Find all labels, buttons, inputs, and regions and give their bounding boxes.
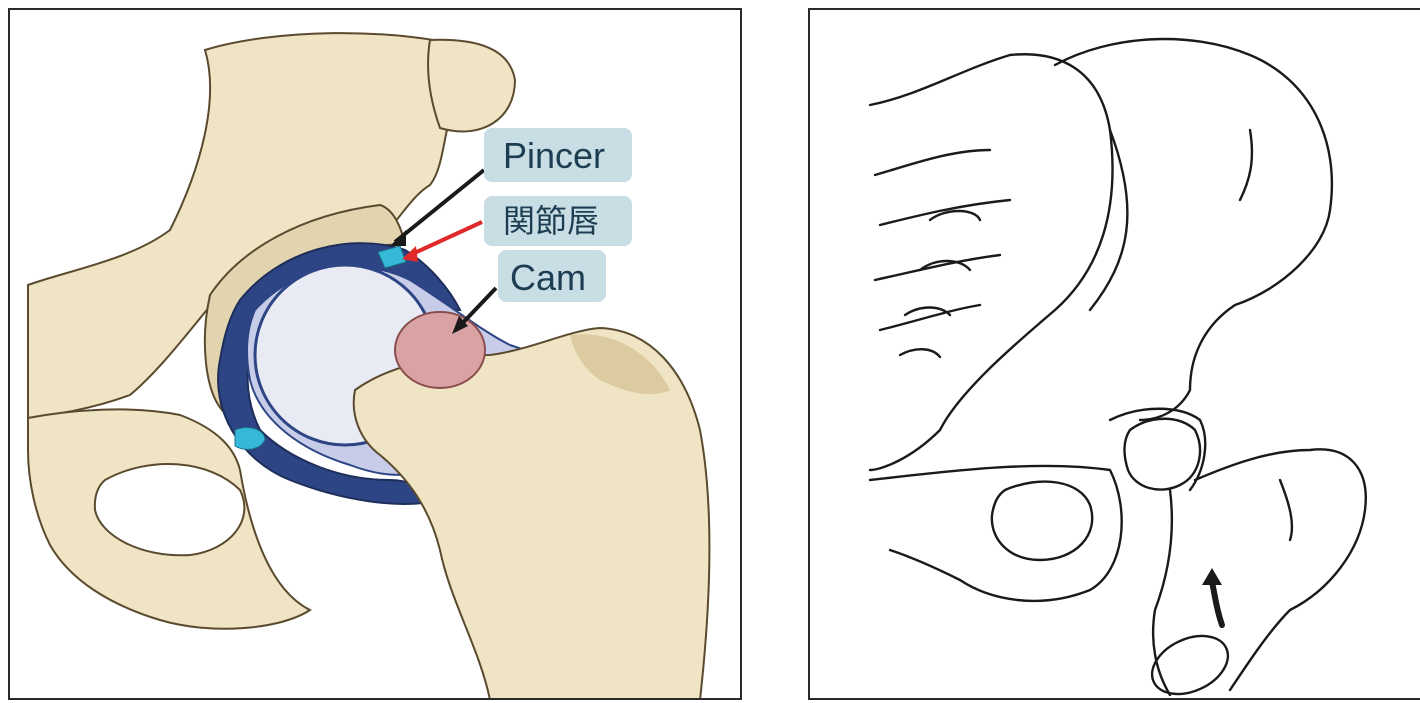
- pelvis-line-drawing-panel: [808, 8, 1420, 700]
- femur-medial-outline: [1153, 490, 1172, 695]
- cam-label: Cam: [510, 257, 586, 298]
- iliac-wing-outline: [1055, 39, 1332, 420]
- femur-outline: [1195, 449, 1366, 690]
- sacral-foramen-4: [900, 349, 940, 357]
- trochanter-detail: [1280, 480, 1292, 540]
- iliac-inner-line: [1090, 130, 1127, 310]
- sacrum-outline: [870, 54, 1113, 470]
- sacral-ridge-3: [875, 255, 1000, 280]
- iliac-fossa-line: [1240, 130, 1252, 200]
- sacral-ridge-4: [880, 305, 980, 330]
- iliac-crest: [428, 40, 515, 132]
- curved-arrow-icon: [1202, 568, 1222, 625]
- hip-joint-illustration: Pincer 関節唇 Cam: [10, 10, 742, 700]
- pincer-label: Pincer: [503, 135, 605, 176]
- cam-lesion: [395, 312, 485, 388]
- labrum-pointer: [408, 222, 482, 256]
- labrum-label: 関節唇: [503, 202, 599, 240]
- femoral-head-outline: [1124, 419, 1200, 490]
- obturator-foramen-outline: [992, 482, 1092, 560]
- pelvis-line-drawing: [810, 10, 1420, 700]
- hip-joint-illustration-panel: Pincer 関節唇 Cam: [8, 8, 742, 700]
- sacral-ridge-1: [875, 150, 990, 175]
